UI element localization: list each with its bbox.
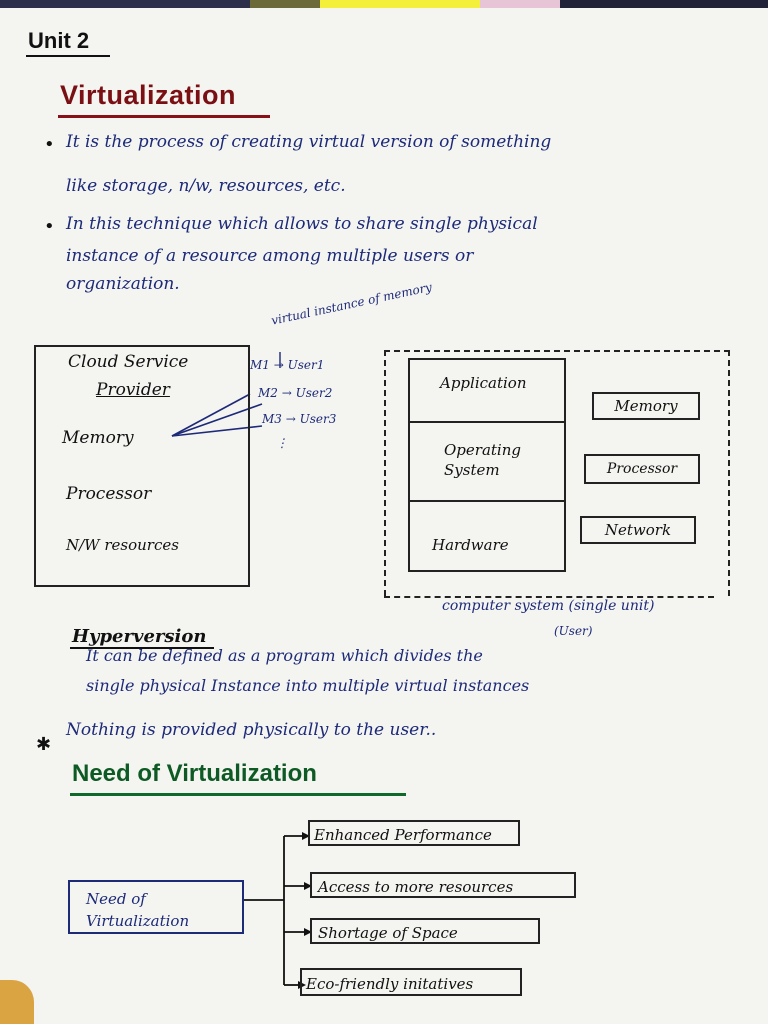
virtual-map-2: M2 → User2 [258, 386, 332, 400]
stack-hardware: Hardware [432, 536, 509, 554]
need-root-box: Need of Virtualization [68, 880, 244, 934]
csp-title-line-2: Provider [96, 380, 170, 400]
branch-shortage-space: Shortage of Space [310, 918, 540, 944]
bullet-1-line-2: like storage, n/w, resources, etc. [66, 176, 346, 196]
stack-divider-1 [408, 421, 564, 423]
csp-item-processor: Processor [66, 484, 151, 504]
physical-note: Nothing is provided physically to the us… [66, 720, 436, 740]
bullet-2-line-3: organization. [66, 274, 180, 294]
branch-access-resources: Access to more resources [310, 872, 576, 898]
need-heading-underline [70, 793, 406, 796]
dashed-boundary-left [384, 350, 386, 596]
bullet-dot: • [44, 134, 55, 155]
star-icon: ✱ [36, 734, 51, 755]
csp-item-memory: Memory [62, 428, 134, 448]
bullet-2-line-2: instance of a resource among multiple us… [66, 246, 473, 266]
title-underline [58, 115, 270, 118]
component-processor: Processor [584, 454, 700, 484]
dashed-boundary-right [728, 350, 730, 596]
hyperversion-line-2: single physical Instance into multiple v… [86, 676, 529, 695]
need-section-heading: Need of Virtualization [72, 760, 317, 788]
hyperversion-line-1: It can be defined as a program which div… [86, 646, 483, 665]
stack-application: Application [440, 374, 527, 392]
computer-system-caption: computer system (single unit) [442, 598, 654, 614]
bullet-2-line-1: In this technique which allows to share … [66, 214, 538, 234]
ellipsis-mark: ⋮ [276, 436, 288, 450]
virtual-map-3: M3 → User3 [262, 412, 336, 426]
csp-item-network: N/W resources [66, 536, 179, 554]
page-title: Virtualization [60, 80, 236, 111]
stack-divider-2 [408, 500, 564, 502]
hyperversion-heading: Hyperversion [72, 626, 206, 647]
branch-eco-friendly: Eco-friendly initatives [300, 968, 522, 996]
stack-operating-system: Operating System [444, 440, 554, 480]
component-network: Network [580, 516, 696, 544]
component-memory: Memory [592, 392, 700, 420]
dashed-boundary-top [384, 350, 730, 352]
unit-label: Unit 2 [28, 28, 89, 54]
csp-title-line-1: Cloud Service [68, 352, 188, 372]
bullet-1-line-1: It is the process of creating virtual ve… [66, 132, 551, 152]
computer-system-caption-sub: (User) [554, 624, 592, 638]
virtual-map-1: M1 → User1 [250, 358, 324, 372]
branch-enhanced-performance: Enhanced Performance [308, 820, 520, 846]
bullet-dot: • [44, 216, 55, 237]
unit-underline [26, 55, 110, 57]
